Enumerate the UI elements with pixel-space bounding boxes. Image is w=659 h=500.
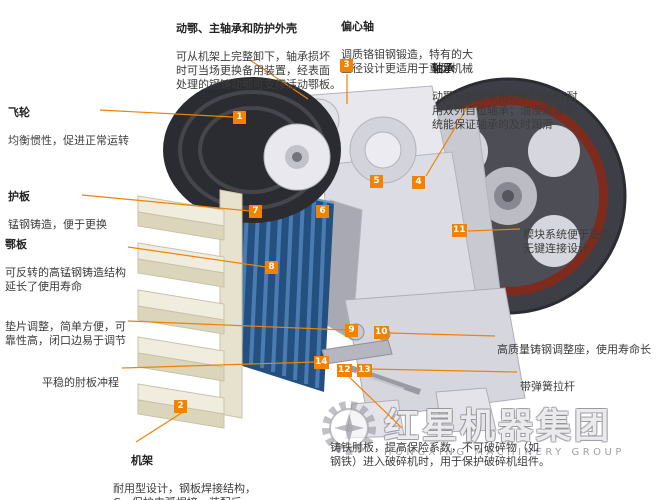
label-body: 可反转的高锰钢铸造结构 延长了使用寿命 — [5, 266, 126, 293]
label-shim-adjustment: 垫片调整，简单方便，可 靠性高，闭口边易于调节 — [5, 306, 140, 362]
label-title: 鄂板 — [5, 238, 27, 251]
part-marker-8: 8 — [265, 261, 278, 274]
label-adjust-seat: 高质量铸钢调整座，使用寿命长 — [497, 329, 659, 371]
part-marker-5: 5 — [370, 175, 383, 188]
label-bearing: 轴承 动鄂与机架采用ZWZ或SKF耐 用双列自位轴承；油浸润滑系 统能保证轴承的… — [432, 48, 602, 146]
part-marker-13: 13 — [357, 364, 372, 377]
label-toggle-stroke: 平稳的肘板冲程 — [42, 362, 162, 404]
left-pulley — [163, 77, 341, 223]
label-body: 锰钢铸造，便于更换 — [8, 218, 107, 231]
part-marker-14: 14 — [314, 356, 329, 369]
label-flywheel: 飞轮 均衡惯性，促进正常运转 — [8, 92, 158, 162]
part-marker-10: 10 — [374, 326, 389, 339]
label-title: 飞轮 — [8, 106, 30, 119]
part-marker-9: 9 — [345, 324, 358, 337]
label-body: 楔块系统便于更换 无键连接设计 — [523, 228, 611, 255]
label-title: 机架 — [131, 454, 153, 467]
label-title: 偏心轴 — [341, 20, 374, 33]
label-title: 轴承 — [432, 62, 454, 75]
label-toggle-plate: 铸铁肘板，提高保险系数，不可破碎物（如 钢铁）进入破碎机时，用于保护破碎机组件。 — [330, 427, 590, 483]
label-body: 可从机架上完整卸下，轴承损坏 时可当场更换备用装置，经表面 处理的钢铸动鄂可支撑… — [176, 50, 341, 91]
label-body: 垫片调整，简单方便，可 靠性高，闭口边易于调节 — [5, 320, 126, 347]
label-jaw-plate: 鄂板 可反转的高锰钢铸造结构 延长了使用寿命 — [5, 224, 155, 308]
part-marker-12: 12 — [337, 364, 352, 377]
frame-stack — [137, 189, 243, 429]
label-body: 平稳的肘板冲程 — [42, 376, 119, 389]
part-marker-1: 1 — [233, 111, 246, 124]
label-body: 耐用型设计，钢板焊接结构， Co₂保护电弧焊接，装配后 去应力处理 — [113, 482, 256, 500]
label-body: 铸铁肘板，提高保险系数，不可破碎物（如 钢铁）进入破碎机时，用于保护破碎机组件。 — [330, 441, 550, 468]
label-body: 高质量铸钢调整座，使用寿命长 — [497, 343, 651, 356]
label-eccentric-shaft: 偏心轴 调质铬钼钢锻造，特有的大 直径设计更适用于重型机械 — [341, 6, 501, 90]
part-marker-7: 7 — [249, 205, 262, 218]
part-marker-6: 6 — [316, 205, 329, 218]
part-marker-3: 3 — [340, 59, 353, 72]
label-moving-jaw-assembly: 动鄂、主轴承和防护外壳 可从机架上完整卸下，轴承损坏 时可当场更换备用装置，经表… — [176, 8, 354, 106]
part-marker-4: 4 — [412, 176, 425, 189]
label-body: 动鄂与机架采用ZWZ或SKF耐 用双列自位轴承；油浸润滑系 统能保证轴承的及时润… — [432, 90, 578, 131]
label-frame: 机架 耐用型设计，钢板焊接结构， Co₂保护电弧焊接，装配后 去应力处理 — [113, 440, 273, 500]
part-marker-11: 11 — [452, 224, 467, 237]
label-body: 调质铬钼钢锻造，特有的大 直径设计更适用于重型机械 — [341, 48, 473, 75]
label-spring-rod: 带弹簧拉杆 — [520, 366, 620, 408]
label-body: 带弹簧拉杆 — [520, 380, 575, 393]
label-title: 动鄂、主轴承和防护外壳 — [176, 22, 297, 35]
label-body: 均衡惯性，促进正常运转 — [8, 134, 129, 147]
label-wedge-system: 楔块系统便于更换 无键连接设计 — [523, 214, 653, 270]
label-title: 护板 — [8, 190, 30, 203]
label-guard-plate: 护板 锰钢铸造，便于更换 — [8, 176, 148, 246]
part-marker-2: 2 — [174, 400, 187, 413]
